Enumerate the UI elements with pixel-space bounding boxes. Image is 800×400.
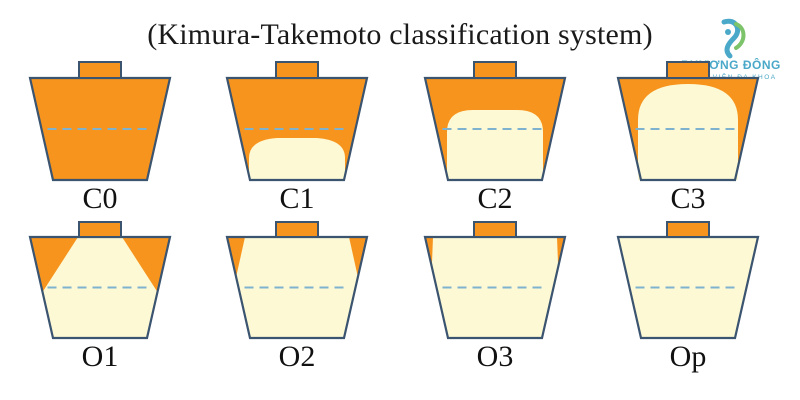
label-o3: O3	[476, 340, 514, 373]
diagram-title: (Kimura-Takemoto classification system)	[147, 18, 653, 51]
stomach-c1-esophagus	[275, 61, 319, 79]
stomach-o2-atrophy-left	[227, 237, 245, 277]
label-op: Op	[669, 340, 707, 373]
stomach-o3-esophagus	[473, 221, 517, 238]
stomach-c2-esophagus	[473, 61, 517, 79]
stomach-c3-esophagus	[666, 61, 710, 79]
stomach-c2-outline	[423, 76, 567, 182]
logo-mark-icon	[721, 18, 746, 59]
label-c1: C1	[279, 182, 315, 215]
stomach-c2-normal-area	[447, 110, 543, 180]
stomach-o1-atrophy-left	[30, 237, 78, 292]
stomach-o3-outline	[423, 235, 567, 340]
stomach-o1-atrophy-right	[122, 237, 170, 292]
stomach-c3-outline	[616, 76, 760, 182]
label-o1: O1	[81, 340, 119, 373]
stomach-c1-normal-area	[249, 138, 345, 180]
stomach-o2-outline	[225, 235, 369, 340]
stomach-o2-atrophy-right	[349, 237, 367, 277]
stomach-op-esophagus	[666, 221, 710, 238]
label-o2: O2	[278, 340, 316, 373]
stomach-c1-outline	[225, 76, 369, 182]
stomach-o2-esophagus	[275, 221, 319, 238]
label-c0: C0	[82, 182, 118, 215]
stomach-o1-outline	[28, 235, 172, 340]
stomach-c0-outline	[28, 76, 172, 182]
label-c2: C2	[477, 182, 513, 215]
stomach-c3-normal-area	[638, 84, 738, 180]
label-c3: C3	[670, 182, 706, 215]
stomach-c0-esophagus	[78, 61, 122, 79]
stomach-o1-esophagus	[78, 221, 122, 238]
stomach-op-outline	[616, 235, 760, 340]
